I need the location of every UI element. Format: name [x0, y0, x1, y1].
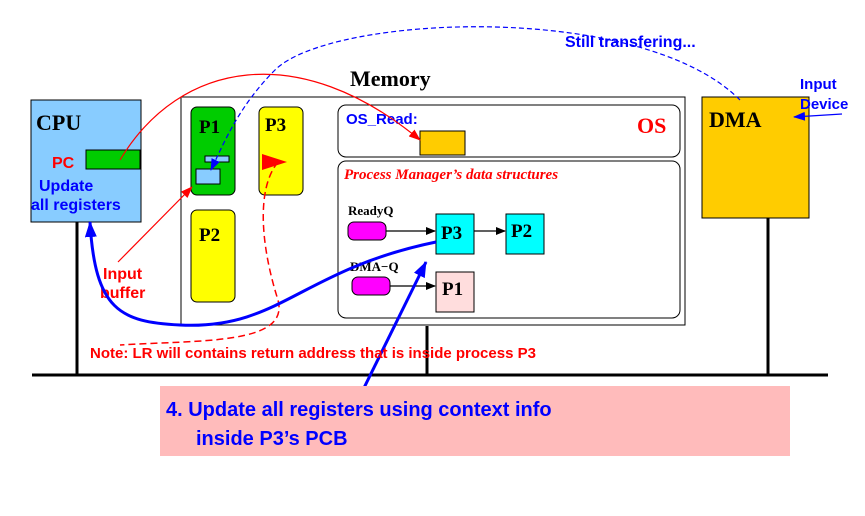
input-buffer-line1: Input: [103, 266, 143, 283]
process-p2-label: P2: [199, 225, 220, 246]
memory-label: Memory: [350, 66, 431, 91]
dmaq-head: [351, 276, 391, 296]
input-buffer-arrow: [117, 186, 193, 263]
lr-note: Note: LR will contains return address th…: [90, 345, 536, 362]
pc-to-os-read-arrow: [119, 73, 421, 161]
pcb-to-cpu-restore-arrow: [84, 221, 437, 327]
process-p3-label: P3: [265, 115, 286, 136]
readyq-node-p2-label: P2: [511, 221, 532, 242]
cpu-label: CPU: [36, 110, 81, 135]
readyq-node-p2: [505, 213, 545, 255]
dma-label: DMA: [709, 107, 762, 132]
dma-box: [701, 96, 810, 219]
dma-transfer-dashed-arrow: [210, 26, 741, 171]
readyq-label: ReadyQ: [348, 203, 394, 218]
process-p3-block: [258, 106, 304, 196]
os-read-buffer: [419, 130, 466, 156]
dmaq-node-p1-label: P1: [442, 279, 463, 300]
step-text-line2: inside P3’s PCB: [196, 428, 348, 450]
lr-return-dashed-path: [119, 161, 280, 346]
lr-arrowhead: [262, 154, 287, 170]
os-read-label: OS_Read:: [346, 111, 418, 128]
os-label: OS: [637, 113, 666, 138]
pc-label: PC: [52, 155, 75, 172]
step-box: [160, 386, 790, 456]
still-transfering-label: Still transfering...: [565, 34, 696, 51]
process-p1-label: P1: [199, 117, 220, 138]
pc-register: [85, 149, 141, 170]
input-device-line1: Input: [800, 76, 837, 93]
dmaq-node-p1: [435, 271, 475, 313]
input-device-arrow: [793, 111, 843, 121]
update-registers-line1: Update: [39, 178, 93, 195]
input-buffer-line2: buffer: [100, 285, 145, 302]
process-p2-block: [190, 209, 236, 303]
input-device-line2: Device: [800, 96, 848, 113]
readyq-head: [347, 221, 387, 241]
process-manager-title: Process Manager’s data structures: [344, 167, 558, 183]
readyq-node-p3: [435, 213, 475, 255]
step-text-line1: 4. Update all registers using context in…: [166, 399, 552, 421]
p1-input-buffer: [195, 168, 221, 185]
readyq-node-p3-label: P3: [441, 223, 462, 244]
update-registers-line2: all registers: [31, 197, 121, 214]
step-to-pcb-arrow: [356, 261, 428, 401]
